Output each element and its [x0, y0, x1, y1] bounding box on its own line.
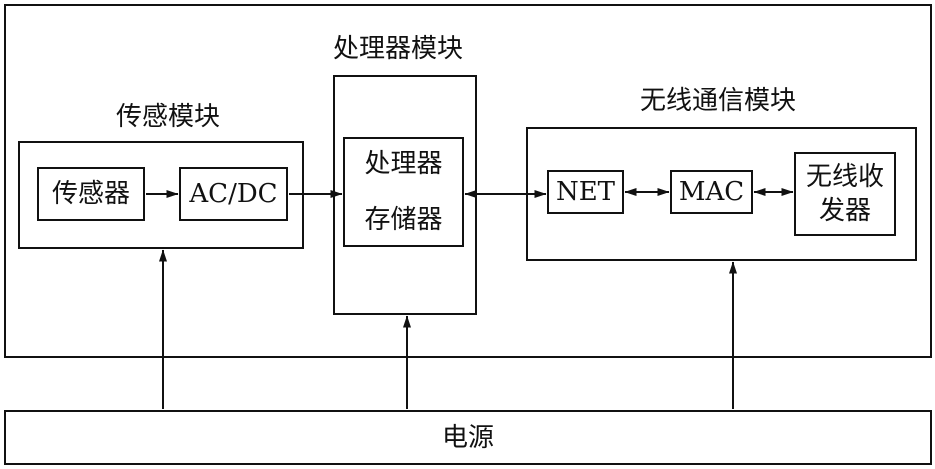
adc-box: AC/DC [179, 167, 288, 221]
processor-module-title: 处理器模块 [333, 34, 464, 64]
mac-box: MAC [670, 170, 753, 214]
processor-label: 处理器 [364, 149, 443, 179]
power-box: 电源 [4, 410, 932, 465]
storage-label: 存储器 [364, 205, 443, 235]
transceiver-box: 无线收 发器 [794, 152, 896, 236]
wireless-module-title: 无线通信模块 [640, 86, 797, 116]
processor-storage-box [343, 137, 464, 247]
sensor-module-title: 传感模块 [116, 102, 221, 132]
sensor-box: 传感器 [37, 167, 145, 221]
system-frame [4, 4, 932, 358]
net-box: NET [547, 170, 624, 214]
